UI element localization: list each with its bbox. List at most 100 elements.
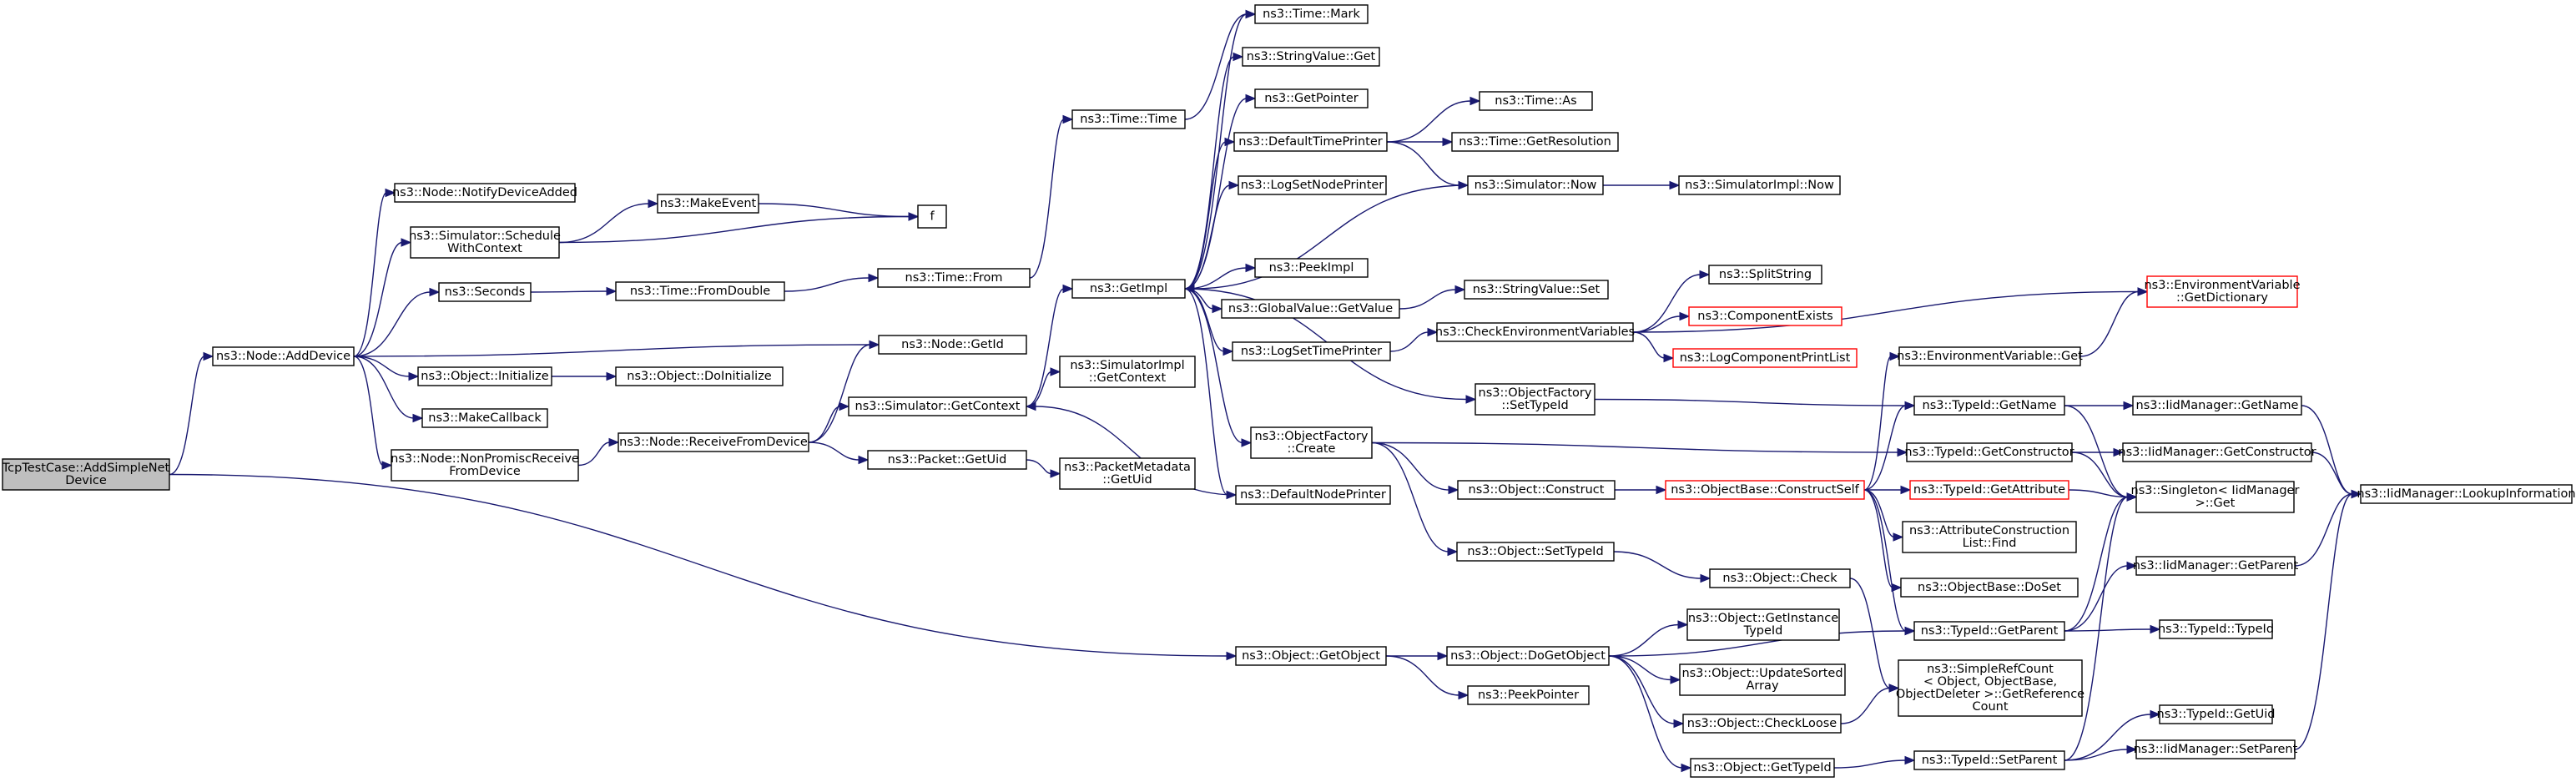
call-edge-getImpl-to-strValGet [1184,52,1244,290]
node-envVarDict[interactable]: ns3::EnvironmentVariable::GetDictionary [2144,275,2301,308]
node-getContext[interactable]: ns3::Simulator::GetContext [848,396,1027,416]
node-envVarGet[interactable]: ns3::EnvironmentVariable::Get [1897,346,2083,366]
node-timeFrom[interactable]: ns3::Time::From [877,268,1031,288]
node-iidGetParent[interactable]: ns3::IidManager::GetParent [2133,556,2299,576]
node-objBaseCS[interactable]: ns3::ObjectBase::ConstructSelf [1665,480,1865,500]
node-doGetObject[interactable]: ns3::Object::DoGetObject [1446,646,1610,666]
node-ofSetTypeId[interactable]: ns3::ObjectFactory::SetTypeId [1475,383,1596,416]
arrowhead-icon [1050,367,1061,376]
arrowhead-icon [1245,93,1257,103]
node-label: ns3::TypeId::TypeId [2158,623,2274,636]
node-tidTypeId[interactable]: ns3::TypeId::TypeId [2158,619,2274,639]
arrowhead-icon [2150,709,2161,719]
node-timeMark[interactable]: ns3::Time::Mark [1254,4,1369,24]
node-logSetNode[interactable]: ns3::LogSetNodePrinter [1238,175,1387,195]
node-timeTime[interactable]: ns3::Time::Time [1071,109,1186,129]
node-iidGetName[interactable]: ns3::IidManager::GetName [2132,396,2302,416]
node-tidGetParent[interactable]: ns3::TypeId::GetParent [1913,621,2065,641]
arrowhead-icon [1062,114,1074,124]
node-getId[interactable]: ns3::Node::GetId [878,335,1027,355]
node-strValGet[interactable]: ns3::StringValue::Get [1242,47,1380,67]
node-logCompPrint[interactable]: ns3::LogComponentPrintList [1672,348,1858,368]
node-simImplNow[interactable]: ns3::SimulatorImpl::Now [1678,175,1841,195]
node-gvGetValue[interactable]: ns3::GlobalValue::GetValue [1221,299,1400,319]
edge-line [808,441,860,461]
call-edge-getTypeId-to-tidSetParent [1833,755,1916,769]
node-logSetTime[interactable]: ns3::LogSetTimePrinter [1232,341,1391,361]
arrowhead-icon [1888,684,1900,693]
node-peekPointer[interactable]: ns3::PeekPointer [1467,685,1590,705]
edge-line [1863,356,1892,491]
node-ofCreate[interactable]: ns3::ObjectFactory::Create [1250,426,1373,459]
node-strValSet[interactable]: ns3::StringValue::Set [1464,280,1609,300]
node-defTimePrinter[interactable]: ns3::DefaultTimePrinter [1233,132,1388,152]
node-makeCb[interactable]: ns3::MakeCallback [421,408,548,428]
node-recvFrom[interactable]: ns3::Node::ReceiveFromDevice [618,432,809,452]
node-tidGetAttr[interactable]: ns3::TypeId::GetAttribute [1909,480,2069,500]
node-box [2146,275,2298,308]
node-simNow[interactable]: ns3::Simulator::Now [1467,175,1604,195]
node-tidGetUid[interactable]: ns3::TypeId::GetUid [2157,704,2276,724]
edge-line [1386,141,1460,186]
node-singletonGet[interactable]: ns3::Singleton< IidManager >::Get [2131,481,2300,513]
node-notifyDev[interactable]: ns3::Node::NotifyDeviceAdded [392,183,577,203]
node-iidSetParent[interactable]: ns3::IidManager::SetParent [2134,739,2298,759]
node-objSetTypeId[interactable]: ns3::Object::SetTypeId [1456,542,1615,562]
edge-line [1371,441,1450,491]
node-compExists[interactable]: ns3::ComponentExists [1688,306,1843,326]
node-tidGetCtor[interactable]: ns3::TypeId::GetConstructor [1904,442,2074,462]
arrowhead-icon [868,273,880,283]
node-getTypeId[interactable]: ns3::Object::GetTypeId [1690,758,1835,778]
node-box [1475,383,1596,416]
call-edge-addDevice-to-nonPromisc [353,356,393,470]
node-getPointer[interactable]: ns3::GetPointer [1254,88,1369,108]
edge-line [808,344,871,443]
node-seconds[interactable]: ns3::Seconds [438,282,532,302]
node-label: ns3::MakeEvent [660,197,757,210]
node-label: ns3::IidManager::LookupInformation [2357,487,2575,501]
node-tidGetName[interactable]: ns3::TypeId::GetName [1913,396,2065,416]
node-checkEnv[interactable]: ns3::CheckEnvironmentVariables [1435,322,1635,342]
node-timeGetRes[interactable]: ns3::Time::GetResolution [1451,132,1619,152]
call-edge-addDevice-to-getId [353,340,880,357]
node-tidSetParent[interactable]: ns3::TypeId::SetParent [1913,750,2065,770]
node-simImplCtx[interactable]: ns3::SimulatorImpl::GetContext [1059,356,1196,388]
arrowhead-icon [1212,304,1223,314]
node-checkLoose[interactable]: ns3::Object::CheckLoose [1682,714,1842,734]
edge-line [1833,759,1907,769]
node-peekImpl[interactable]: ns3::PeekImpl [1254,258,1369,278]
node-defNodePrinter[interactable]: ns3::DefaultNodePrinter [1235,485,1391,505]
node-timeAs[interactable]: ns3::Time::As [1479,91,1593,111]
node-simpleRef[interactable]: ns3::SimpleRefCount< Object, ObjectBase,… [1896,659,2084,717]
node-objCheck[interactable]: ns3::Object::Check [1709,568,1851,588]
node-iidLookup[interactable]: ns3::IidManager::LookupInformation [2357,484,2576,504]
node-label: ns3::EnvironmentVariable [2144,279,2300,292]
node-f[interactable]: f [917,204,947,229]
node-pktMetaUid[interactable]: ns3::PacketMetadata::GetUid [1059,457,1196,490]
arrowhead-icon [1663,353,1675,363]
node-doInit[interactable]: ns3::Object::DoInitialize [615,366,784,386]
call-edge-ofSetTypeId-to-tidGetName [1594,398,1916,411]
node-getObject[interactable]: ns3::Object::GetObject [1235,646,1387,666]
edge-line [2064,628,2152,632]
node-splitString[interactable]: ns3::SplitString [1708,265,1822,285]
node-getUid[interactable]: ns3::Packet::GetUid [867,450,1027,470]
node-objConstruct[interactable]: ns3::Object::Construct [1457,480,1616,500]
node-box [1479,91,1593,111]
edge-line [1863,489,1907,632]
node-fromDouble[interactable]: ns3::Time::FromDouble [615,281,785,301]
node-makeEvent[interactable]: ns3::MakeEvent [657,194,759,214]
node-addDevice[interactable]: ns3::Node::AddDevice [212,346,355,366]
node-iidGetCtor[interactable]: ns3::IidManager::GetConstructor [2118,442,2316,462]
arrowhead-icon [1679,311,1691,321]
node-objBaseDoSet[interactable]: ns3::ObjectBase::DoSet [1900,578,2079,598]
call-edge-root-to-getObject [169,473,1238,661]
node-getImpl[interactable]: ns3::GetImpl [1071,279,1186,299]
node-objInit[interactable]: ns3::Object::Initialize [417,366,552,386]
